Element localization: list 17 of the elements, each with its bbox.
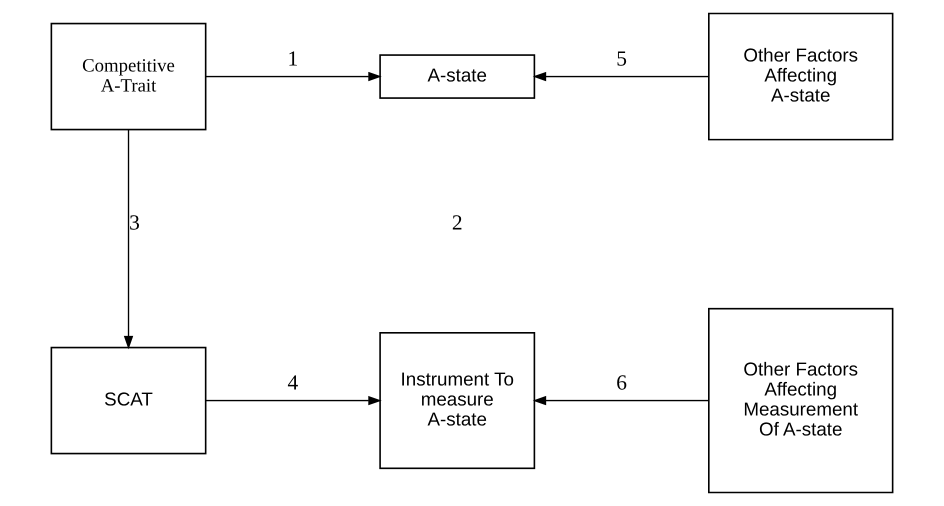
node-box: A-state [379,54,536,99]
arrow [206,396,382,406]
label: 2 [452,210,463,234]
edge-label: 6 [616,370,627,395]
edge-label: 5 [616,46,627,71]
node-box: Competitive A-Trait [50,22,206,130]
arrow [124,130,134,350]
node-box: Other Factors Affecting A-state [708,12,894,140]
edge-label: 4 [288,370,298,395]
node-box: Instrument To measure A-state [379,332,536,470]
edge-label: 1 [288,46,298,71]
node-box: SCAT [50,346,206,454]
edge-label: 3 [129,210,140,234]
arrow [532,396,708,406]
node-box: Other Factors Affecting Measurement Of A-state [708,308,894,494]
arrow [206,72,382,82]
arrow [532,72,708,82]
